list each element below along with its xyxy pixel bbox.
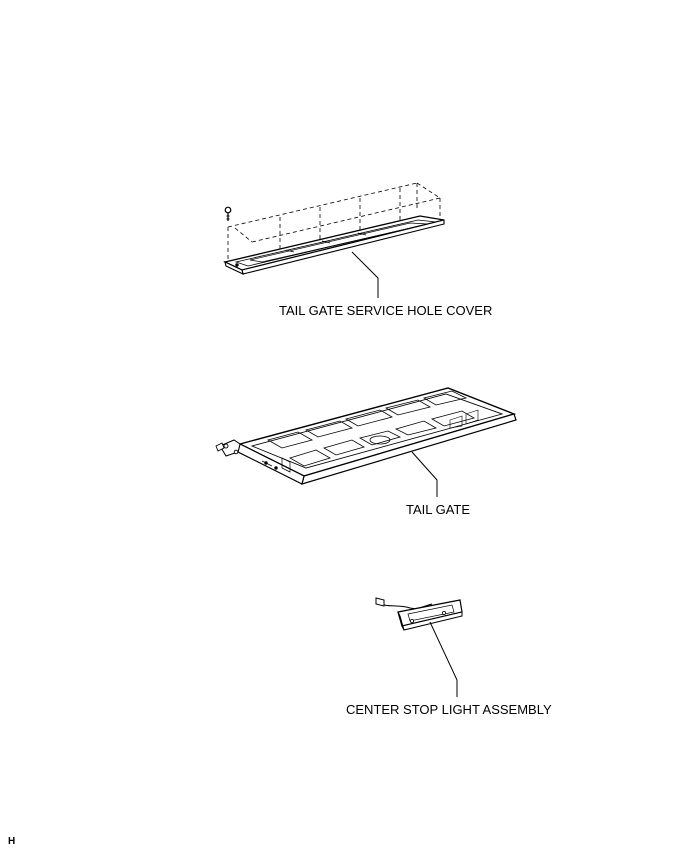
center-stop-light-assembly-part xyxy=(397,599,463,631)
service-hole-cover-phantom-box xyxy=(227,182,441,263)
service-hole-cover-leader-line xyxy=(351,251,379,298)
tail-gate-label: TAIL GATE xyxy=(406,502,471,517)
clip-icon xyxy=(224,206,232,221)
tail-gate-leader-line xyxy=(411,451,438,497)
hinge-icon xyxy=(215,439,241,457)
tail-gate-part xyxy=(237,387,517,485)
center-stop-light-leader-line xyxy=(429,621,458,697)
service-hole-cover-label: TAIL GATE SERVICE HOLE COVER xyxy=(279,303,493,318)
center-stop-light-wire xyxy=(375,597,433,609)
service-hole-cover-part xyxy=(223,215,445,275)
center-stop-light-label: CENTER STOP LIGHT ASSEMBLY xyxy=(346,702,552,717)
corner-code: H xyxy=(8,836,16,847)
